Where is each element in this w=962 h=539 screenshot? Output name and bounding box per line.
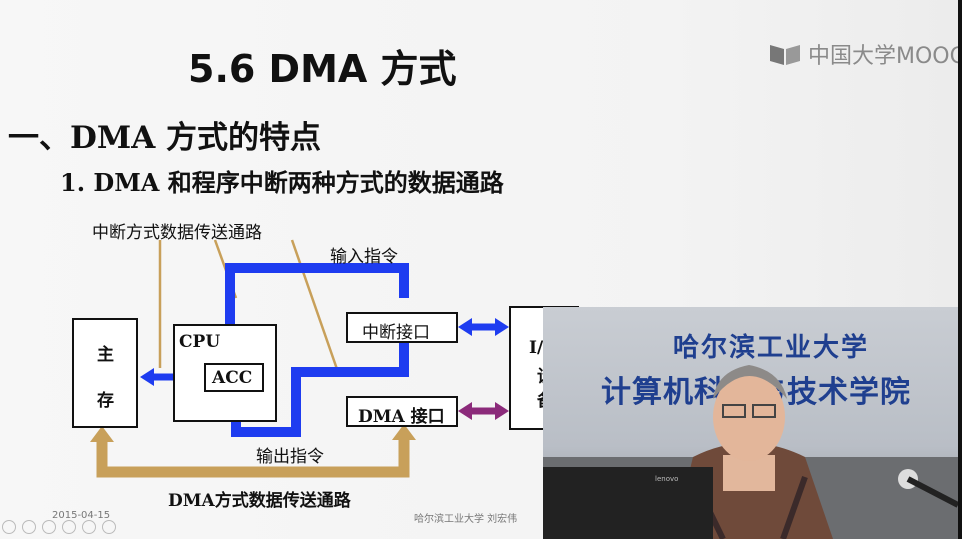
mooc-logo: 中国大学MOOC xyxy=(768,38,962,70)
dma-interface-box: DMA 接口 xyxy=(346,396,458,427)
input-instruction-path xyxy=(225,263,409,352)
cpu-label: CPU xyxy=(179,332,221,352)
input-instruction-label: 输入指令 xyxy=(330,247,398,267)
dma-transfer-path xyxy=(96,438,410,478)
next-slide-icon[interactable] xyxy=(22,520,36,534)
footer-date: 2015-04-15 xyxy=(52,510,111,521)
video-sign-university: 哈尔滨工业大学 xyxy=(673,333,870,363)
subsection-heading: 1. DMA 和程序中断两种方式的数据通路 xyxy=(60,168,504,197)
interrupt-path-label: 中断方式数据传送通路 xyxy=(92,223,262,243)
interrupt-interface-label: 中断接口 xyxy=(362,323,430,343)
output-instruction-path xyxy=(231,340,409,437)
laptop-screen xyxy=(543,467,713,539)
output-instruction-label: 输出指令 xyxy=(256,447,324,467)
mooc-logo-icon xyxy=(770,45,800,65)
prev-slide-icon[interactable] xyxy=(2,520,16,534)
mooc-brand-text: 中国大学MOOC xyxy=(808,44,962,69)
guide-line-output xyxy=(290,239,340,373)
right-edge-bar xyxy=(958,0,962,539)
lecturer-video[interactable]: 哈尔滨工业大学 计算机科学与技术学院 lenovo xyxy=(543,307,958,539)
more-options-icon[interactable] xyxy=(102,520,116,534)
memory-arrow-head xyxy=(140,368,154,386)
dma-path-label: DMA方式数据传送通路 xyxy=(168,491,351,511)
zoom-icon[interactable] xyxy=(82,520,96,534)
memory-label-2: 存 xyxy=(97,391,114,411)
svg-text:lenovo: lenovo xyxy=(655,475,678,483)
slides-grid-icon[interactable] xyxy=(62,520,76,534)
acc-box: ACC xyxy=(204,363,264,392)
slide-title: 5.6 DMA 方式 xyxy=(188,47,457,91)
section-heading: 一、DMA 方式的特点 xyxy=(8,120,322,156)
memory-label-1: 主 xyxy=(97,345,114,365)
main-memory-box: 主 存 xyxy=(72,318,138,428)
interrupt-interface-box: 中断接口 xyxy=(346,312,458,343)
pen-tool-icon[interactable] xyxy=(42,520,56,534)
acc-label: ACC xyxy=(212,368,253,388)
footer-author: 哈尔滨工业大学 刘宏伟 xyxy=(414,514,518,525)
lecturer-figure: lenovo xyxy=(543,365,958,539)
dma-interface-label: DMA 接口 xyxy=(358,407,445,427)
